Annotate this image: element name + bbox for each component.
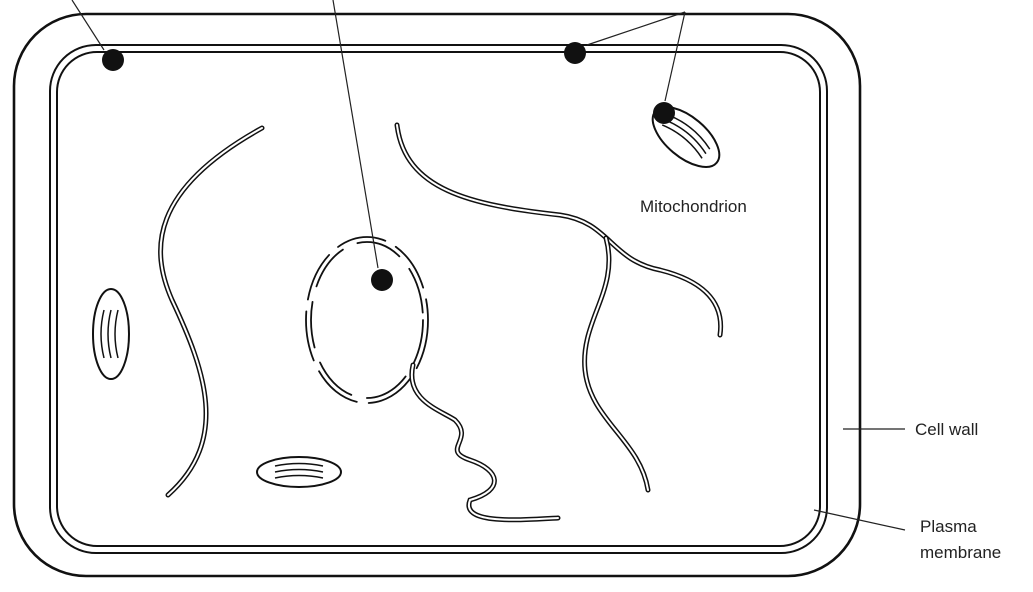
dot-mitochondrion <box>653 102 675 124</box>
cell-wall-outline <box>14 14 860 576</box>
mitochondrion-left <box>93 289 129 379</box>
strand-top-right <box>397 125 721 335</box>
leader-mitochondrion <box>665 12 685 101</box>
strand-middle-right <box>585 238 648 490</box>
label-cell-wall: Cell wall <box>915 420 978 439</box>
label-plasma: Plasma <box>920 517 977 536</box>
leader-wall-top <box>587 12 685 45</box>
mitochondrion-bottom <box>257 457 341 487</box>
dot-nucleus <box>371 269 393 291</box>
strand-bottom-squiggle <box>412 365 558 520</box>
label-membrane: membrane <box>920 543 1001 562</box>
strand-left <box>161 128 262 495</box>
marker-dots <box>102 42 675 291</box>
dot-wall-left <box>102 49 124 71</box>
dot-wall-top <box>564 42 586 64</box>
cytoplasmic-strands <box>161 125 721 520</box>
leader-nucleus <box>333 0 378 268</box>
label-mitochondrion: Mitochondrion <box>640 197 747 216</box>
leader-wall-left <box>72 0 104 50</box>
